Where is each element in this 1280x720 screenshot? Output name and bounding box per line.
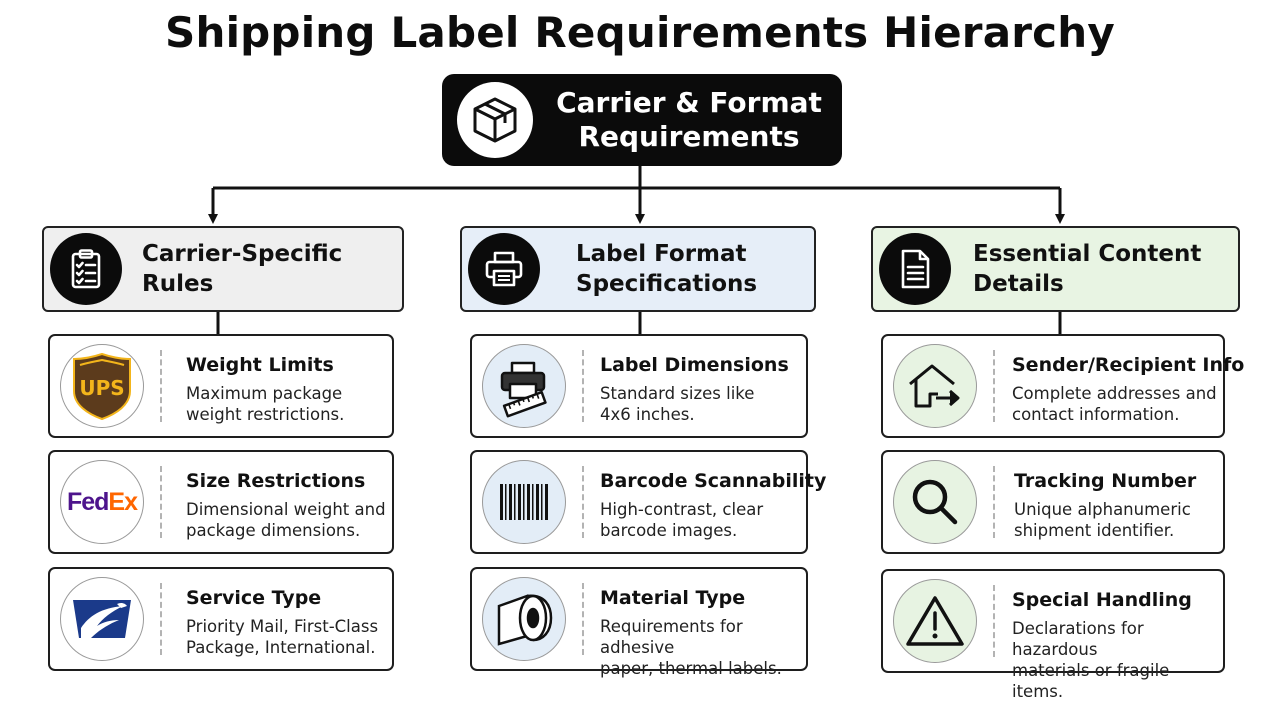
package-box-icon [457,82,533,158]
category-label-format: Label Format Specifications [460,226,816,312]
card-divider [160,583,162,655]
card-description-line2: package dimensions. [186,521,361,540]
card-divider [160,350,162,422]
card-description: Complete addresses and contact informati… [1012,383,1224,425]
fedex-logo-ex: Ex [108,488,138,516]
card-description: High-contrast, clear barcode images. [600,499,812,541]
card-title: Material Type [600,587,746,609]
barcode-icon [482,460,566,544]
card-description: Requirements for adhesive paper, thermal… [600,616,812,679]
card-title: Size Restrictions [186,470,366,492]
root-label: Carrier & Format Requirements [550,74,828,166]
card-description-line1: Standard sizes like [600,384,755,403]
card-description: Dimensional weight and package dimension… [186,499,398,541]
root-label-line2: Requirements [578,120,800,153]
category-carrier-rules: Carrier-Specific Rules [42,226,404,312]
card-description: Standard sizes like 4x6 inches. [600,383,812,425]
category-label: Essential Content Details [973,240,1202,297]
card-description: Declarations for hazardous materials or … [1012,618,1224,702]
printer-icon [468,233,540,305]
fedex-logo-icon: FedEx [60,460,144,544]
card-description-line1: Requirements for adhesive [600,617,743,657]
category-label: Carrier-Specific Rules [142,240,343,297]
card-description-line2: Package, International. [186,638,376,657]
usps-eagle-logo-icon [60,577,144,661]
svg-text:FedEx: FedEx [67,488,138,516]
magnifier-icon [893,460,977,544]
card-description-line2: barcode images. [600,521,738,540]
card-divider [582,583,584,655]
card-weight-limits: UPS Weight Limits Maximum package weight… [48,334,394,438]
card-title: Sender/Recipient Info [1012,354,1245,376]
card-description: Maximum package weight restrictions. [186,383,398,425]
card-description-line1: Maximum package [186,384,343,403]
card-description-line1: High-contrast, clear [600,500,764,519]
ups-logo-text: UPS [79,376,124,400]
card-barcode-scannability: Barcode Scannability High-contrast, clea… [470,450,826,554]
card-description-line1: Complete addresses and [1012,384,1217,403]
card-label-dimensions: Label Dimensions Standard sizes like 4x6… [470,334,808,438]
card-divider [993,350,995,422]
document-icon [879,233,951,305]
card-material-type: Material Type Requirements for adhesive … [470,567,808,678]
card-title: Special Handling [1012,589,1192,611]
card-title: Barcode Scannability [600,470,827,492]
card-description-line2: contact information. [1012,405,1180,424]
card-description-line1: Declarations for hazardous [1012,619,1144,659]
root-label-line1: Carrier & Format [556,86,822,120]
card-description-line1: Unique alphanumeric [1014,500,1191,519]
card-description-line2: 4x6 inches. [600,405,695,424]
card-divider [993,585,995,657]
card-divider [160,466,162,538]
card-title: Tracking Number [1014,470,1197,492]
card-special-handling: Special Handling Declarations for hazard… [881,569,1225,701]
card-tracking-number: Tracking Number Unique alphanumeric ship… [881,450,1225,554]
warning-triangle-icon [893,579,977,663]
printer-ruler-icon [482,344,566,428]
category-label: Label Format Specifications [576,228,757,310]
card-description: Priority Mail, First-Class Package, Inte… [186,616,398,658]
card-title: Label Dimensions [600,354,789,376]
card-divider [993,466,995,538]
clipboard-checklist-icon [50,233,122,305]
card-size-restrictions: FedEx Size Restrictions Dimensional weig… [48,450,394,554]
card-description: Unique alphanumeric shipment identifier. [1014,499,1226,541]
card-description-line2: weight restrictions. [186,405,345,424]
card-description-line1: Priority Mail, First-Class [186,617,379,636]
card-divider [582,466,584,538]
category-label-line1: Label Format [576,240,747,267]
card-service-type: Service Type Priority Mail, First-Class … [48,567,394,671]
ups-logo-icon: UPS [60,344,144,428]
card-description-line2: materials or fragile items. [1012,661,1170,701]
card-title: Weight Limits [186,354,334,376]
card-description-line2: paper, thermal labels. [600,659,782,678]
root-node: Carrier & Format Requirements [442,74,842,166]
page-title: Shipping Label Requirements Hierarchy [165,8,1115,57]
house-arrow-icon [893,344,977,428]
card-divider [582,350,584,422]
card-description-line2: shipment identifier. [1014,521,1175,540]
fedex-logo-fed: Fed [67,488,108,516]
card-description-line1: Dimensional weight and [186,500,386,519]
category-content-details: Essential Content Details [871,226,1240,312]
card-sender-recipient: Sender/Recipient Info Complete addresses… [881,334,1244,438]
card-title: Service Type [186,587,322,609]
label-roll-icon [482,577,566,661]
category-label-line2: Specifications [576,271,758,297]
